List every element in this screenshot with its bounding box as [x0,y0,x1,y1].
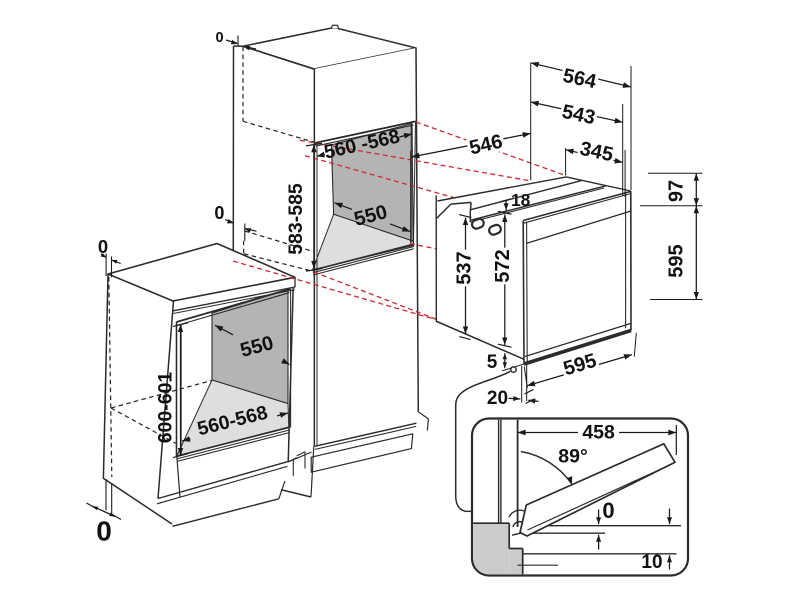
svg-text:5: 5 [487,352,498,373]
svg-text:89°: 89° [558,446,588,468]
svg-text:0: 0 [98,236,108,257]
svg-text:0: 0 [215,30,223,46]
svg-text:583-585: 583-585 [285,183,307,255]
svg-text:595: 595 [666,244,688,277]
svg-text:0: 0 [214,203,224,223]
svg-text:600-601: 600-601 [154,372,176,444]
svg-text:18: 18 [511,190,531,210]
svg-text:20: 20 [487,388,508,409]
svg-text:572: 572 [492,249,514,282]
svg-text:537: 537 [454,251,476,284]
svg-text:0: 0 [96,516,112,547]
svg-text:97: 97 [666,180,688,202]
svg-text:458: 458 [582,422,615,444]
svg-text:0: 0 [602,498,614,523]
svg-text:10: 10 [641,552,662,573]
